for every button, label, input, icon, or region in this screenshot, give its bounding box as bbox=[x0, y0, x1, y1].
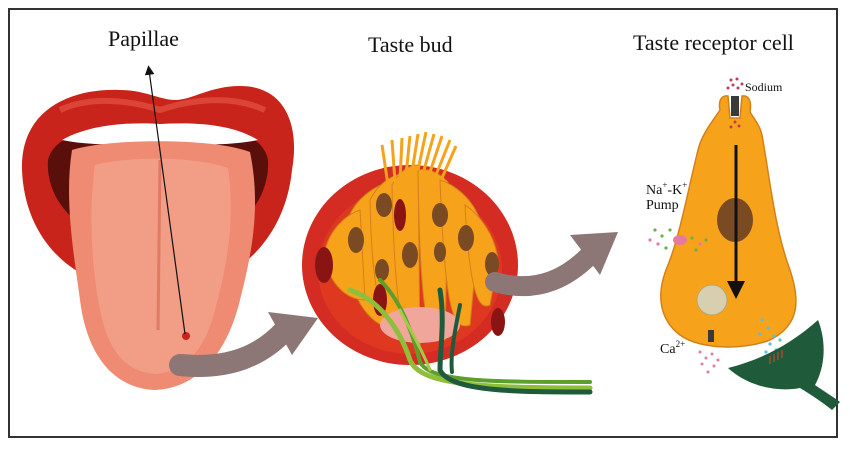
nuclei bbox=[348, 193, 499, 281]
nerve-fibers bbox=[347, 278, 593, 395]
teeth bbox=[62, 123, 258, 146]
taste-bud-illustration bbox=[302, 131, 593, 395]
receptor-cell-illustration bbox=[648, 77, 840, 410]
pump-particles bbox=[648, 228, 708, 252]
taste-bud-label: Taste bud bbox=[368, 32, 453, 57]
pump-label: Pump bbox=[646, 198, 679, 213]
papillae-pointer-line bbox=[144, 65, 186, 335]
papillae-label: Papillae bbox=[108, 26, 179, 51]
papilla-marker bbox=[182, 332, 190, 340]
afferent-nerve bbox=[728, 320, 840, 410]
calcium-particles bbox=[698, 350, 720, 374]
microvilli bbox=[380, 131, 458, 186]
mouth-illustration bbox=[21, 65, 295, 390]
sodium-particles bbox=[726, 77, 744, 129]
vesicle bbox=[696, 284, 728, 316]
taste-receptor-cell-label: Taste receptor cell bbox=[633, 30, 794, 55]
na-k-label: Na+-K+ bbox=[646, 180, 688, 198]
calcium-label: Ca2+ bbox=[660, 339, 686, 357]
arrow-tongue-to-bud bbox=[169, 319, 296, 377]
na-k-pump bbox=[673, 235, 687, 245]
sodium-label: Sodium bbox=[745, 80, 783, 94]
arrow-bud-to-cell bbox=[485, 245, 600, 297]
figure-border bbox=[8, 8, 838, 438]
